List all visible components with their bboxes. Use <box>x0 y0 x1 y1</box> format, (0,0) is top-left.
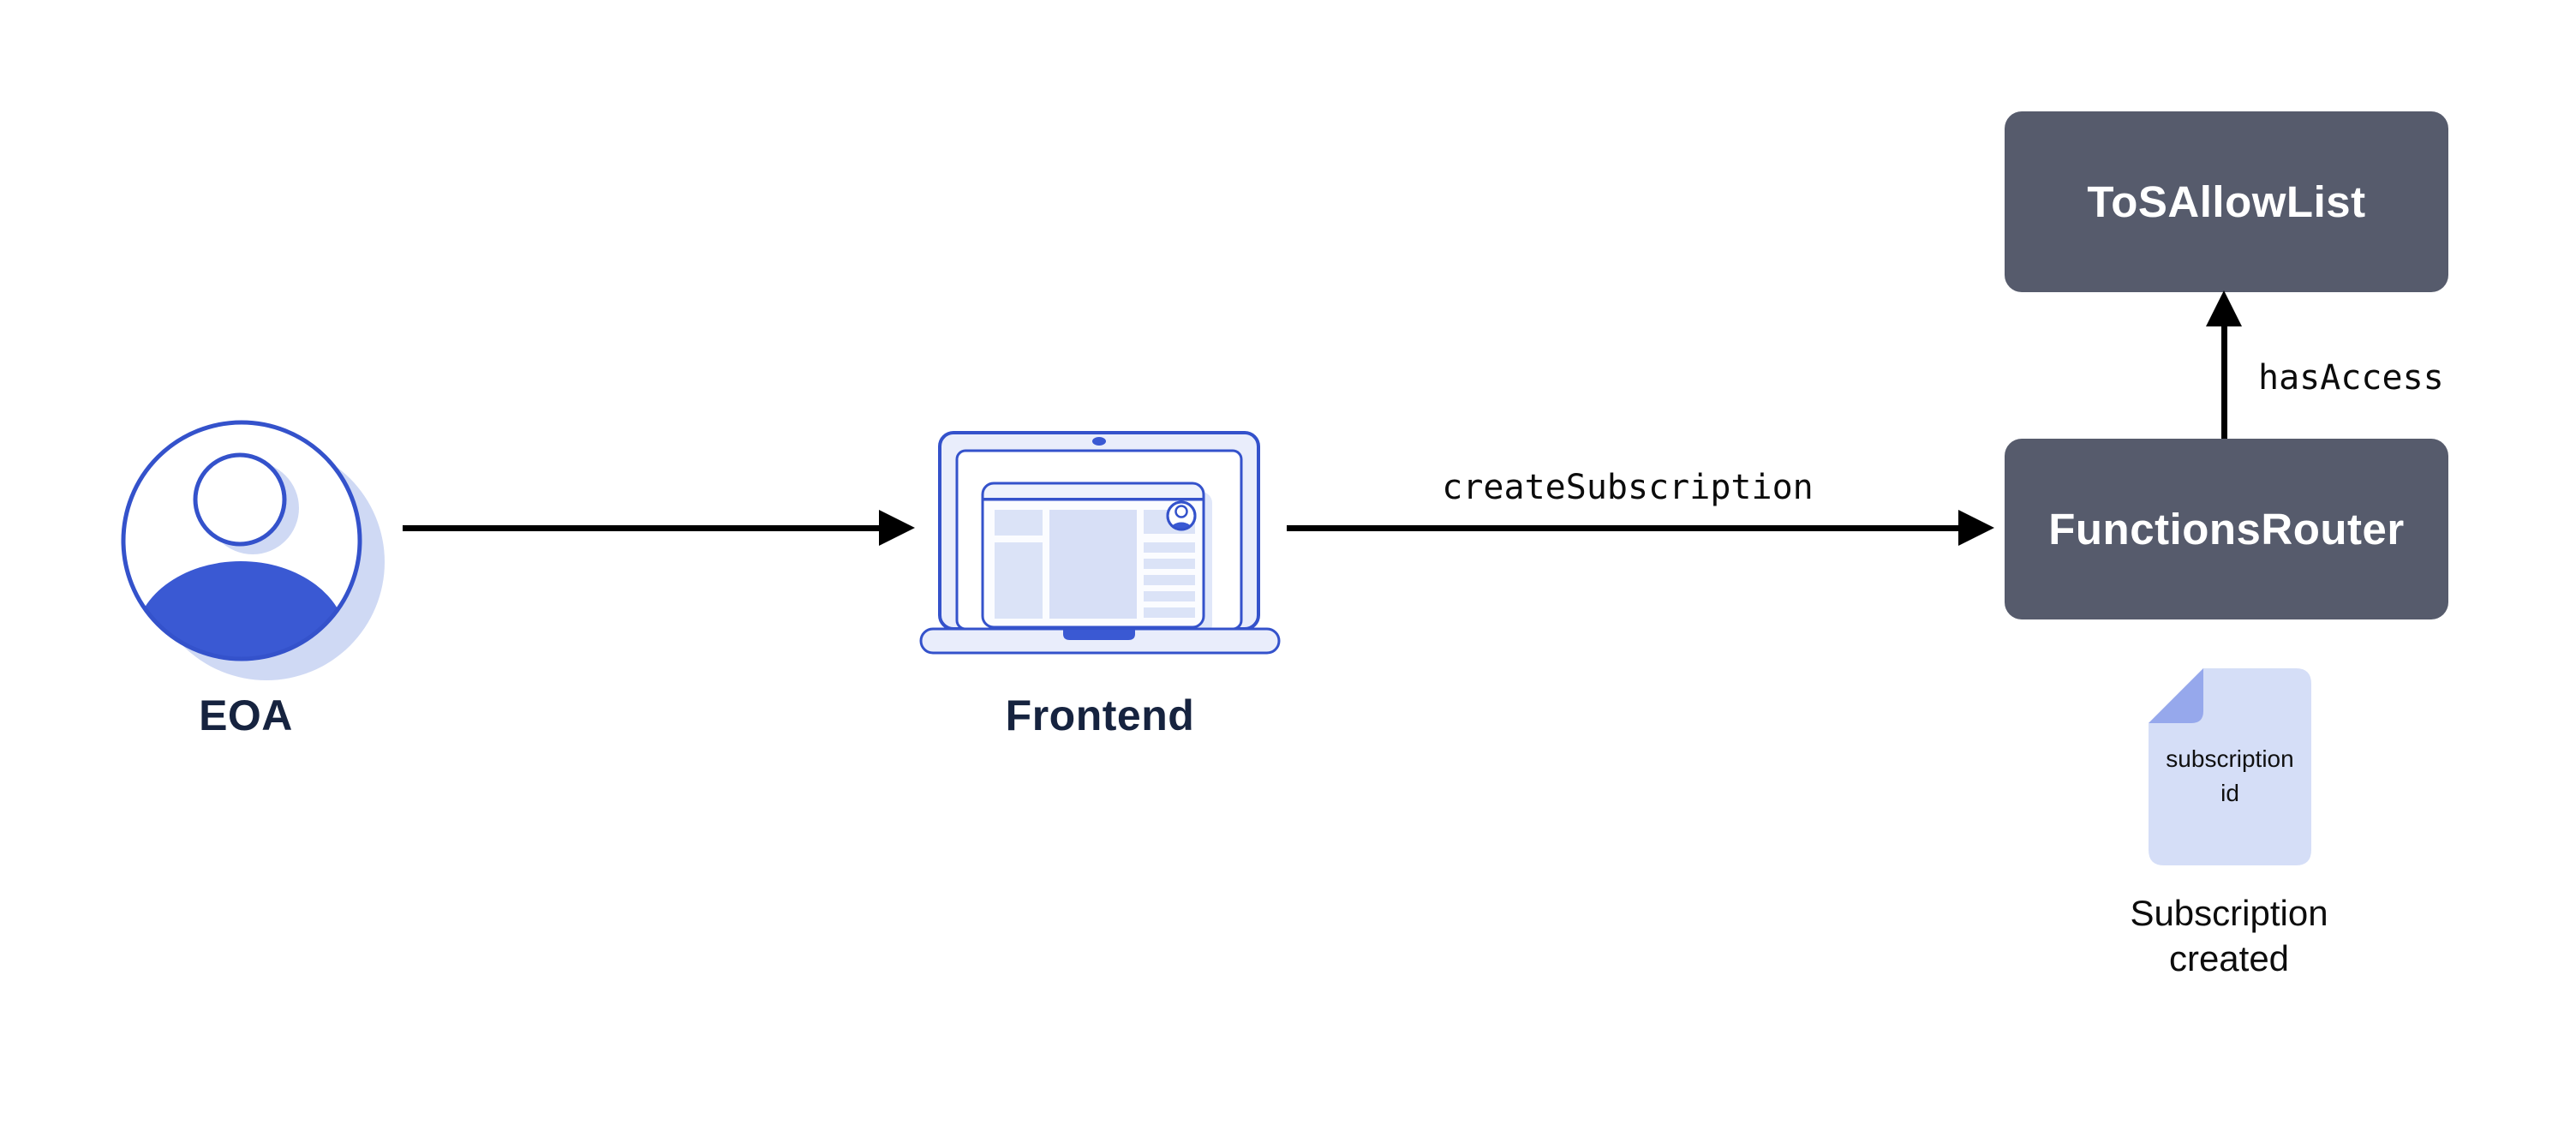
laptop-notch <box>1063 630 1135 640</box>
node-eoa-label: EOA <box>199 691 293 739</box>
arrowhead-right-icon <box>1958 510 1994 546</box>
browser-window <box>981 482 1205 629</box>
subscription-document-icon <box>2149 668 2311 865</box>
edge-frontend-to-router-line <box>1287 525 1960 531</box>
laptop-base <box>919 627 1281 655</box>
edge-frontend-to-router-label: createSubscription <box>1442 468 1814 507</box>
subscription-document-text: subscription id <box>2166 745 2294 806</box>
avatar-outline <box>121 420 362 661</box>
node-tosallowlist-label: ToSAllowList <box>2087 177 2366 226</box>
node-tosallowlist: ToSAllowList <box>2005 111 2448 292</box>
node-functionsrouter: FunctionsRouter <box>2005 439 2448 619</box>
laptop-icon <box>919 431 1281 655</box>
edge-eoa-to-frontend-line <box>403 525 881 531</box>
node-frontend-label: Frontend <box>1005 691 1195 739</box>
subscription-created-caption: Subscription created <box>2130 893 2328 978</box>
browser-avatar-icon <box>1166 500 1197 531</box>
document-fold-corner <box>2149 668 2203 723</box>
edge-router-to-allowlist-line <box>2221 324 2227 440</box>
webcam-icon <box>1092 437 1106 446</box>
arrowhead-up-icon <box>2206 290 2242 326</box>
node-functionsrouter-label: FunctionsRouter <box>2048 505 2405 554</box>
avatar-body <box>134 561 347 659</box>
edge-router-to-allowlist-label: hasAccess <box>2258 358 2444 398</box>
arrowhead-right-icon <box>879 510 915 546</box>
avatar-head <box>193 452 287 547</box>
user-avatar-icon <box>121 420 385 680</box>
